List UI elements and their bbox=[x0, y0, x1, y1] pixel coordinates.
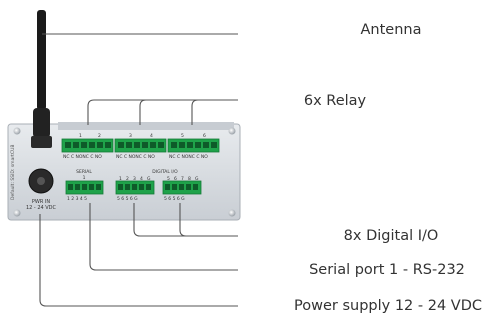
relay-number: 3 bbox=[129, 133, 132, 139]
power-leader bbox=[39, 214, 238, 307]
digital-number: 1 bbox=[119, 176, 122, 182]
label-power: Power supply 12 - 24 VDC bbox=[294, 298, 482, 314]
label-antenna: Antenna bbox=[360, 22, 422, 38]
relay-number: 2 bbox=[98, 133, 101, 139]
relay-number: 1 bbox=[79, 133, 82, 139]
digital-number: 8 bbox=[188, 176, 191, 182]
relay-pins: NC C NONC C NO bbox=[169, 154, 208, 160]
serial-leader bbox=[89, 203, 238, 271]
digital-leader bbox=[179, 203, 187, 237]
screw-icon bbox=[228, 127, 236, 135]
relay-number: 6 bbox=[203, 133, 206, 139]
label-relay: 6x Relay bbox=[303, 93, 367, 109]
antenna-icon bbox=[31, 10, 52, 148]
digital-number: G bbox=[195, 176, 199, 182]
serial-pins: 1 2 3 4 5 bbox=[67, 196, 87, 202]
relay-leader bbox=[139, 99, 147, 125]
serial-port-number: 1 bbox=[83, 175, 86, 181]
digital-number: 7 bbox=[181, 176, 184, 182]
relay-number: 5 bbox=[181, 133, 184, 139]
digital-number: 3 bbox=[133, 176, 136, 182]
digital-number: 2 bbox=[126, 176, 129, 182]
digital-number: G bbox=[147, 176, 151, 182]
relay-terminals: 1 2 3 4 5 6 NC C NONC C NO NC C NONC C N… bbox=[61, 133, 220, 160]
screw-icon bbox=[13, 209, 21, 217]
serial-header: SERIAL bbox=[76, 169, 92, 175]
serial-terminal: SERIAL 1 1 2 3 4 5 bbox=[65, 169, 104, 202]
pwr-label: PWR IN bbox=[32, 199, 50, 205]
relay-pins: NC C NONC C NO bbox=[63, 154, 102, 160]
digital-leader bbox=[133, 203, 238, 237]
screw-icon bbox=[13, 127, 21, 135]
digital-pins: 5 6 5 6 G bbox=[164, 196, 185, 202]
digital-number: 6 bbox=[174, 176, 177, 182]
digital-number: 5 bbox=[167, 176, 170, 182]
relay-number: 4 bbox=[150, 133, 153, 139]
digital-io-terminals: DIGITAL I/O 1 2 3 4 G 5 6 7 8 G 5 6 5 6 … bbox=[115, 169, 202, 202]
relay-leader bbox=[191, 99, 199, 125]
relay-pins: NC C NONC C NO bbox=[116, 154, 155, 160]
digital-pins: 5 6 5 6 G bbox=[117, 196, 138, 202]
power-jack: PWR IN 12 - 24 VDC bbox=[26, 168, 57, 211]
pwr-voltage: 12 - 24 VDC bbox=[26, 205, 57, 211]
label-digital-io: 8x Digital I/O bbox=[343, 228, 439, 244]
digital-number: 4 bbox=[140, 176, 143, 182]
leader-lines bbox=[39, 33, 238, 307]
screw-icon bbox=[228, 209, 236, 217]
digital-header: DIGITAL I/O bbox=[152, 169, 178, 175]
relay-leader bbox=[87, 99, 238, 125]
label-serial: Serial port 1 - RS-232 bbox=[309, 262, 465, 278]
side-text: Default: SSID: smartCUB bbox=[10, 145, 16, 200]
